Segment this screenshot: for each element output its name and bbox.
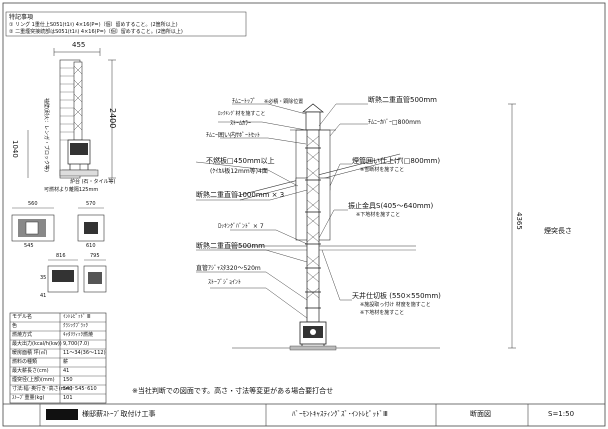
spec-label: 燃焼方式: [12, 332, 33, 338]
drawing-type: 断面図: [470, 410, 491, 418]
spec-label: モデル名: [12, 314, 33, 320]
project-name: 様邸薪ｽﾄｰﾌﾞ取付け工事: [82, 410, 156, 418]
label-adjuster: 直管ｱｼﾞｬｽﾀ320〜520m: [196, 265, 261, 272]
dim-455: 455: [72, 41, 86, 49]
label-pipe-1000: 断熱二重直管1000mm × 3: [196, 191, 285, 199]
plan-dim: 816: [56, 253, 66, 259]
spec-value: ｸﾗｼｯｸﾌﾞﾗｯｸ: [63, 323, 89, 329]
plan-dim: 35: [40, 275, 47, 281]
spec-value: 101: [63, 395, 73, 401]
spec-label: 暖房面積 坪(㎡): [12, 350, 48, 356]
spec-value: 9,700(7.0): [63, 341, 90, 347]
spec-value: ｷｬﾀﾘﾃｨｯｸ燃焼: [63, 332, 94, 338]
spec-value: 150: [63, 377, 73, 383]
spec-label: 燃料の種類: [12, 359, 38, 365]
label-chimney-top-note: ※必積・顕除位置: [264, 99, 304, 105]
spec-value: ｲﾝﾄﾚﾋﾟｯﾄﾞ Ⅲ: [63, 314, 91, 320]
plan-dim: 795: [90, 253, 100, 259]
label-bracket-note: ※下地材を施すこと: [356, 212, 401, 218]
dim-2400: 2400: [108, 108, 117, 129]
notes-line-1: ① リング 1重仕上S051(t1ﾊ) 4×16(P=)〔個〕留めすること。(2…: [9, 22, 178, 28]
wall-label: 袖壁(耐火：レンガ・ブロック等): [43, 98, 49, 172]
plan-dim: 41: [40, 293, 47, 299]
label-chimney-box: ﾁﾑﾆｰ囲い内ｻﾎﾟｰﾄｾｯﾄ: [206, 132, 261, 139]
drawing-scale: S=1:50: [548, 410, 575, 418]
spec-label: 色: [12, 323, 18, 329]
label-ceiling-plate: 天井仕切板 (550×550mm): [352, 292, 441, 300]
label-ceiling-note-2: ※下地材を施すこと: [360, 310, 405, 316]
dim-1040: 1040: [11, 140, 19, 158]
label-incomb-2: (ｹｲｶﾙ板12mm等)4面: [210, 168, 268, 175]
label-chimney-cover: ﾁﾑﾆｰｶﾊﾞｰ□800mm: [368, 119, 421, 126]
spec-value: 薪: [63, 359, 69, 365]
spec-label: 寸法:幅･奥行き･高さ(mm): [12, 386, 73, 392]
label-finish-note: ※雪断材を施すこと: [360, 167, 405, 173]
clearance-note: 可燃材より離隔125mm: [44, 187, 99, 193]
notes-title: 特記事項: [9, 14, 34, 21]
label-chimney-top: ﾁﾑﾆｰﾄｯﾌﾟ: [232, 98, 257, 105]
spec-value: 11〜34(36〜112): [63, 350, 106, 356]
label-ceiling-note-1: ※施設取っ付け 材度を施すこと: [360, 302, 431, 308]
notes-line-2: ② 二重煙突接続部はS051(t1ﾊ) 4×16(P=)〔個〕留めすること。(2…: [9, 29, 183, 35]
label-bracket: 振止金具S(405〜640mm): [348, 202, 434, 210]
label-incomb: 不燃板□450mm以上: [206, 157, 275, 165]
label-finish: 煙筒囲い仕上げ(□800mm): [352, 157, 441, 165]
plan-dim: 545: [24, 243, 34, 249]
spec-label: ｽﾄｰﾌﾞ重量(kg): [12, 395, 45, 401]
spec-label: 煙突径(上部)(mm): [12, 377, 55, 383]
label-pipe-500: 断熱二重直管500mm: [368, 96, 437, 104]
dim-4365: 4365: [515, 212, 523, 230]
label-lock-note: ﾛｯｸｷﾝｸﾞ材を施すこと: [218, 111, 266, 117]
label-locking-band: ﾛｯｷﾝｸﾞﾊﾞﾝﾄﾞ × 7: [218, 223, 264, 230]
spec-label: 最大出力(kcal/h(kw)): [12, 341, 62, 347]
plan-dim: 610: [86, 243, 96, 249]
hearth-label: 炉台 (石・タイル等): [70, 179, 116, 185]
spec-value: 540･545･610: [63, 386, 97, 392]
spec-value: 41: [63, 368, 70, 374]
spec-label: 最大薪長さ(cm): [12, 368, 49, 374]
plan-dim: 570: [86, 201, 96, 207]
label-total-length: 煙突長さ: [544, 227, 572, 235]
label-storm-collar: ｽﾄｰﾑｶﾗｰ: [230, 120, 252, 127]
label-stove-joint: ｽﾄｰﾌﾞｼﾞｮｲﾝﾄ: [208, 279, 242, 286]
product-name: ﾊﾞｰﾓﾝﾄｷｬｽﾃｨﾝｸﾞｽﾞ･ｲﾝﾄﾚﾋﾟｯﾄﾞⅢ: [292, 410, 388, 418]
label-pipe-500b: 断熱二重直管500mm: [196, 242, 265, 250]
disclaimer: ※当社判断での図面です。高さ・寸法等変更がある場合要打合せ: [132, 387, 334, 395]
plan-dim: 560: [28, 201, 38, 207]
